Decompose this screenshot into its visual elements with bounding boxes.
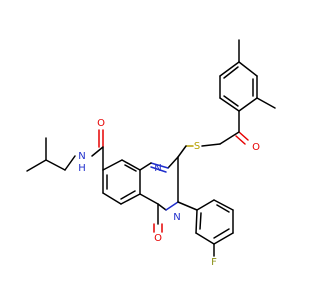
atom-o-ring4: O — [154, 233, 162, 244]
atom-h-amide: H — [78, 163, 86, 174]
atom-f-phenyl: F — [211, 257, 217, 268]
dimethylphenyl-ring — [219, 39, 276, 112]
atom-o-ketone: O — [252, 142, 260, 153]
atom-n-ring1: N — [154, 163, 161, 174]
quinazolinone-core — [139, 156, 179, 233]
isobutyl-chain — [26, 137, 76, 172]
benzene-ring — [91, 129, 141, 205]
ketone-linker — [177, 110, 249, 158]
fluorophenyl-ring — [177, 199, 234, 257]
atom-o-amide: O — [97, 118, 105, 129]
molecule-svg: O S N N O O N H F — [26, 39, 276, 268]
atom-s-thio: S — [194, 141, 200, 152]
molecule-diagram: O S N N O O N H F — [26, 39, 276, 268]
atom-n-ring3: N — [173, 212, 180, 223]
atom-n-amide: N — [78, 151, 85, 162]
